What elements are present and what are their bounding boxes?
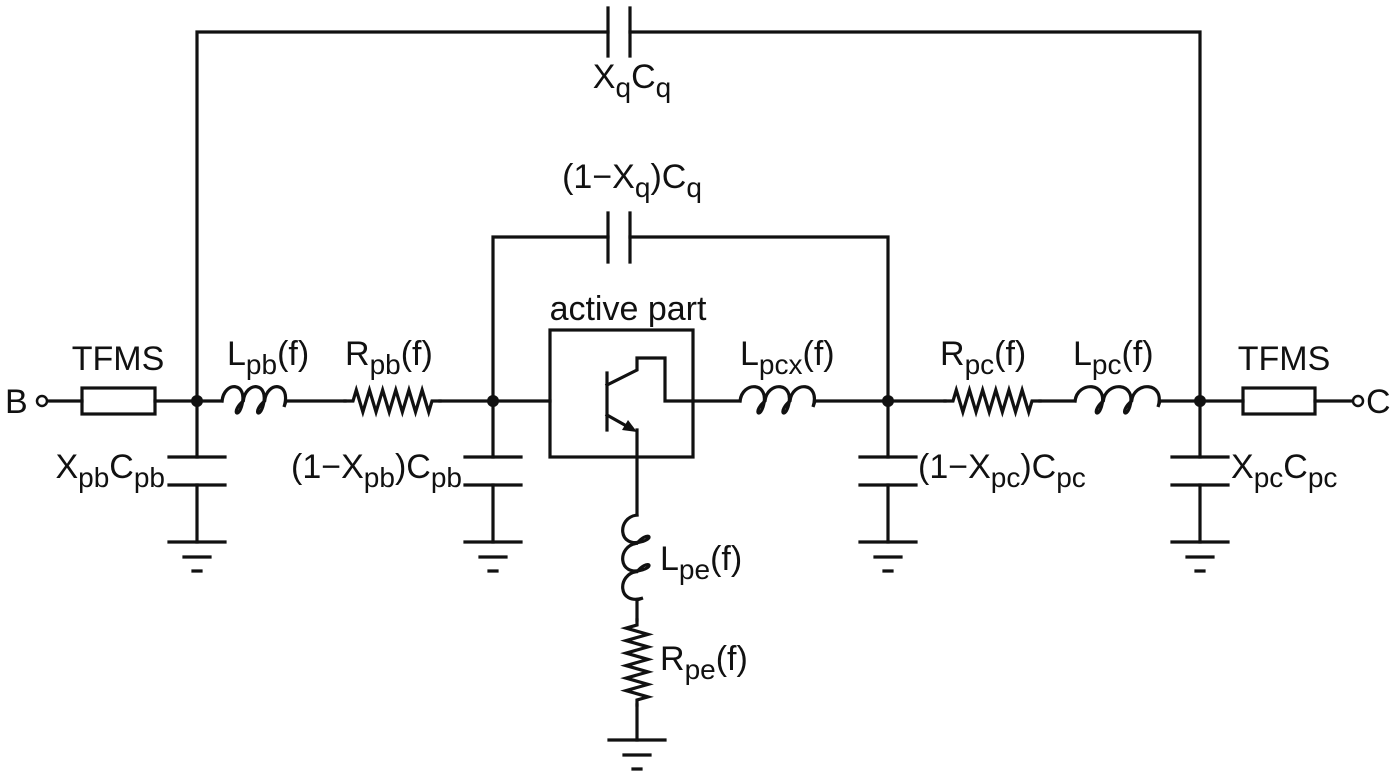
ground-icon xyxy=(607,738,667,771)
resistor-rpc-icon xyxy=(943,384,1042,418)
junction-node xyxy=(1194,395,1206,407)
capacitor-xpb-cpb xyxy=(167,455,227,487)
lpcx-label: Lpcx(f) xyxy=(740,335,835,380)
xq-cq-label: XqCq xyxy=(593,58,671,103)
terminal-b-label: B xyxy=(5,383,28,421)
lpe-label: Lpe(f) xyxy=(660,540,742,585)
inductor-lpc-icon xyxy=(1073,385,1163,415)
emitter-arrow-icon xyxy=(622,420,637,432)
terminal-c xyxy=(1351,394,1365,408)
capacitor-xq-cq xyxy=(606,6,632,58)
junction-node xyxy=(487,395,499,407)
xpb-cpb-label: XpbCpb xyxy=(55,448,165,493)
terminal-c-label: C xyxy=(1366,383,1391,421)
lpb-label: Lpb(f) xyxy=(227,335,309,380)
one-minus-xpc-cpc-label: (1−Xpc)Cpc xyxy=(918,448,1086,493)
tfms-right-block xyxy=(1241,386,1317,416)
rpb-label: Rpb(f) xyxy=(345,335,433,380)
rpc-label: Rpc(f) xyxy=(940,335,1026,380)
capacitor-1-xpc-cpc xyxy=(858,455,918,487)
rpe-label: Rpe(f) xyxy=(660,640,748,685)
one-minus-xpb-cpb-label: (1−Xpb)Cpb xyxy=(291,448,462,493)
inductor-lpe-icon xyxy=(621,513,651,603)
tfms-left-label: TFMS xyxy=(72,340,165,378)
capacitor-1-xpb-cpb xyxy=(463,455,523,487)
active-part-block xyxy=(548,328,695,459)
resistor-rpe-icon xyxy=(620,618,654,707)
capacitor-xpc-cpc xyxy=(1170,455,1230,487)
ground-icon xyxy=(167,540,227,573)
active-part-label: active part xyxy=(550,290,707,328)
inductor-lpb-icon xyxy=(220,385,289,415)
inductor-lpcx-icon xyxy=(738,385,818,415)
tfms-left-block xyxy=(80,386,157,416)
terminal-b xyxy=(35,394,49,408)
tfms-right-label: TFMS xyxy=(1238,340,1331,378)
ground-icon xyxy=(858,540,918,573)
capacitor-1-xq-cq xyxy=(606,211,632,264)
xpc-cpc-label: XpcCpc xyxy=(1231,448,1337,493)
lpc-label: Lpc(f) xyxy=(1073,335,1154,380)
junction-node xyxy=(882,395,894,407)
ground-icon xyxy=(463,540,523,573)
ground-icon xyxy=(1170,540,1230,573)
junction-node xyxy=(191,395,203,407)
resistor-rpb-icon xyxy=(343,384,442,418)
wires xyxy=(46,30,1354,742)
one-minus-xq-cq-label: (1−Xq)Cq xyxy=(562,158,702,203)
